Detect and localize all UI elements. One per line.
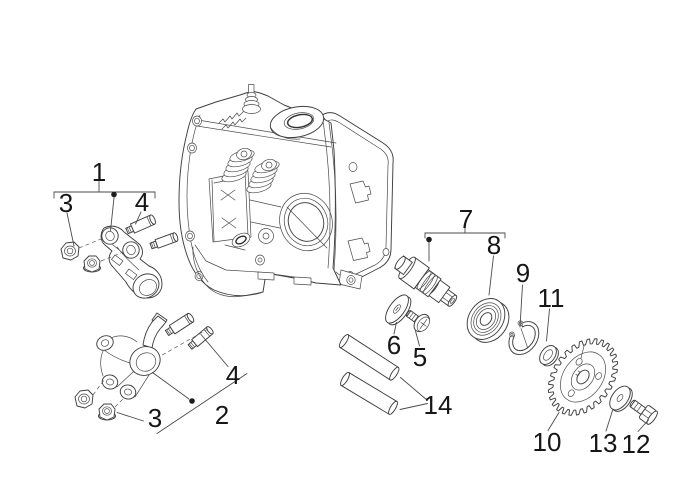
camshaft-washer: [385, 294, 412, 326]
valve-springs: [221, 147, 280, 194]
sprocket-timing-mark: [580, 345, 585, 359]
dowel-pin-upper: [338, 334, 400, 381]
flanged-nut-upper: [83, 255, 101, 273]
callout-4b: 4: [226, 360, 240, 390]
sprocket-teeth: [547, 338, 619, 416]
assembly-dot-2: [189, 398, 195, 404]
callout-1: 1: [92, 157, 106, 187]
stud-lower-b: [187, 326, 214, 350]
callout-4a: 4: [135, 187, 149, 217]
spacer-ring: [539, 345, 559, 367]
callout-11: 11: [538, 283, 565, 313]
callout-5: 5: [413, 342, 427, 372]
rocker-arm-assembly-upper: [60, 214, 179, 299]
callout-8: 8: [487, 230, 501, 260]
callout-6: 6: [387, 330, 401, 360]
circlip: [508, 320, 540, 356]
camshaft-screw: [405, 310, 430, 333]
callout-14: 14: [424, 390, 453, 420]
assembly-dot-1: [111, 191, 117, 198]
hex-nut-lower: [74, 389, 94, 409]
sprocket-washer: [609, 385, 633, 412]
camshaft: [394, 255, 458, 307]
hex-bolt: [629, 399, 658, 425]
cam-sprocket: [547, 338, 619, 416]
assembly-dot-7: [426, 236, 432, 243]
callout-7: 7: [459, 204, 473, 234]
dowel-pin-lower: [340, 371, 398, 415]
camshaft-bore: [279, 192, 333, 252]
head-top-stud: [242, 84, 261, 114]
callout-3a: 3: [59, 188, 73, 218]
callout-leaders: [53, 180, 649, 434]
rocker-arm-assembly-lower: [74, 312, 214, 421]
stud-lower-a: [164, 312, 195, 336]
hex-nut-upper: [60, 241, 80, 261]
flanged-nut-lower: [98, 403, 116, 421]
stud-upper-a: [125, 214, 156, 235]
callout-12: 12: [622, 429, 651, 459]
callout-13: 13: [589, 428, 618, 458]
head-bolt-holes: [185, 115, 204, 281]
callout-9: 9: [516, 258, 530, 288]
callout-2: 2: [215, 400, 229, 430]
rocker-arm-upper: [100, 225, 163, 299]
callout-3b: 3: [148, 403, 162, 433]
cylinder-head: [178, 84, 394, 298]
head-casting: [178, 84, 342, 298]
head-port-boss: [269, 105, 325, 140]
rocker-arm-lower: [96, 312, 168, 400]
callout-labels: 1 2 3 3 4 4 5 6 7 8 9 10 11 12 13 14: [59, 157, 651, 459]
stud-upper-b: [149, 232, 179, 250]
callout-10: 10: [533, 427, 562, 457]
ball-bearing: [466, 298, 510, 343]
